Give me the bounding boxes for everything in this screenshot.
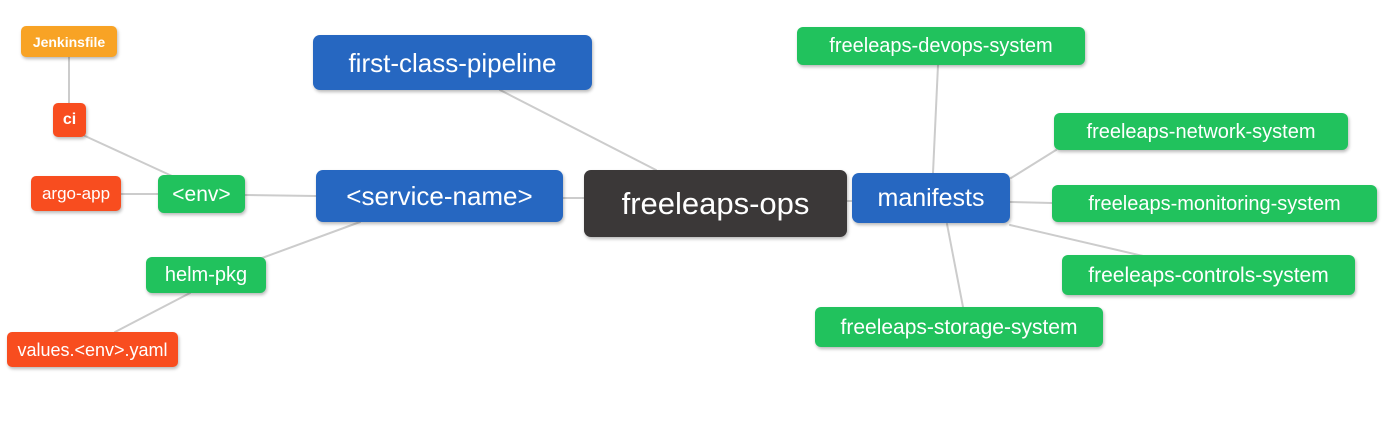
node-freeleaps-network-system[interactable]: freeleaps-network-system (1054, 113, 1348, 150)
node-helm-pkg[interactable]: helm-pkg (146, 257, 266, 293)
edge-service-name-helm-pkg (261, 221, 361, 259)
node-first-class-pipeline[interactable]: first-class-pipeline (313, 35, 592, 90)
edge-manifests-network-system (1010, 149, 1057, 179)
edge-manifests-storage-system (946, 223, 964, 308)
node-freeleaps-ops[interactable]: freeleaps-ops (584, 170, 847, 237)
node-env[interactable]: <env> (158, 175, 245, 213)
edge-ci-env (84, 135, 173, 177)
edge-env-service-name (244, 194, 317, 197)
edge-first-class-pipeline-freeleaps-ops (499, 89, 657, 171)
node-ci[interactable]: ci (53, 103, 86, 137)
node-manifests[interactable]: manifests (852, 173, 1010, 223)
edge-manifests-monitoring-system (1009, 201, 1053, 204)
node-argo-app[interactable]: argo-app (31, 176, 121, 211)
node-freeleaps-controls-system[interactable]: freeleaps-controls-system (1062, 255, 1355, 295)
node-freeleaps-storage-system[interactable]: freeleaps-storage-system (815, 307, 1103, 347)
edge-helm-pkg-values-env-yaml (114, 292, 191, 333)
node-service-name[interactable]: <service-name> (316, 170, 563, 222)
node-values-env-yaml[interactable]: values.<env>.yaml (7, 332, 178, 367)
edge-manifests-controls-system (1009, 224, 1144, 257)
node-freeleaps-devops-system[interactable]: freeleaps-devops-system (797, 27, 1085, 65)
edge-manifests-devops-system (932, 64, 939, 174)
node-jenkinsfile[interactable]: Jenkinsfile (21, 26, 117, 57)
node-freeleaps-monitoring-system[interactable]: freeleaps-monitoring-system (1052, 185, 1377, 222)
